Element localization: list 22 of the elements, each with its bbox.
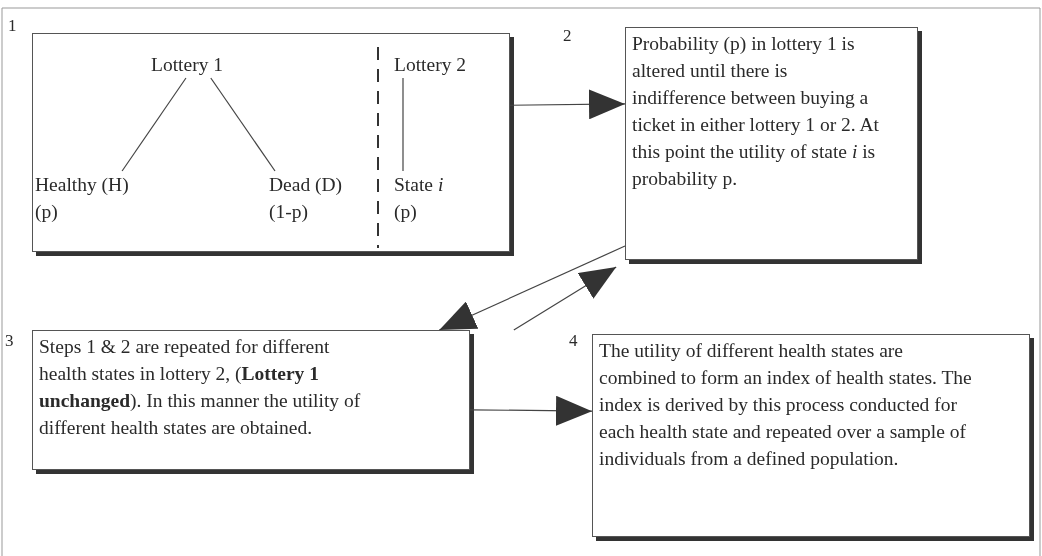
connector-line	[402, 77, 404, 172]
label-text: (1-p)	[269, 200, 309, 224]
label-text: Dead (D)	[269, 173, 344, 197]
label-text: Lottery 2	[394, 53, 468, 77]
label-text: (p)	[394, 200, 418, 224]
step-number: 4	[569, 331, 578, 351]
label-text: (p)	[35, 200, 59, 224]
step-number: 3	[5, 331, 14, 351]
description-text: Steps 1 & 2 are repeated for different health states in lottery 2, (Lottery 1 unchanged). In this manner the utility of different health states are obtained.	[39, 335, 362, 440]
connector-line	[210, 77, 276, 172]
label-text: Lottery 1	[151, 53, 225, 77]
arrow	[513, 266, 617, 331]
label-text: Healthy (H)	[35, 173, 130, 197]
arrow	[469, 395, 593, 426]
step-number: 1	[8, 16, 17, 36]
label-text: State i	[394, 173, 445, 197]
description-text: The utility of different health states are combined to form an index of health states. The index is derived by this process conducted for each health state and repeated over a sample of individuals from a defined population.	[599, 339, 973, 471]
description-text: Probability (p) in lottery 1 is altered until there is indifference between buying a ticket in either lottery 1 or 2. At this point the utility of state i is probability p.	[632, 32, 880, 191]
step-number: 2	[563, 26, 572, 46]
arrow	[509, 89, 626, 120]
connector-line	[121, 77, 187, 172]
arrow	[438, 245, 626, 331]
